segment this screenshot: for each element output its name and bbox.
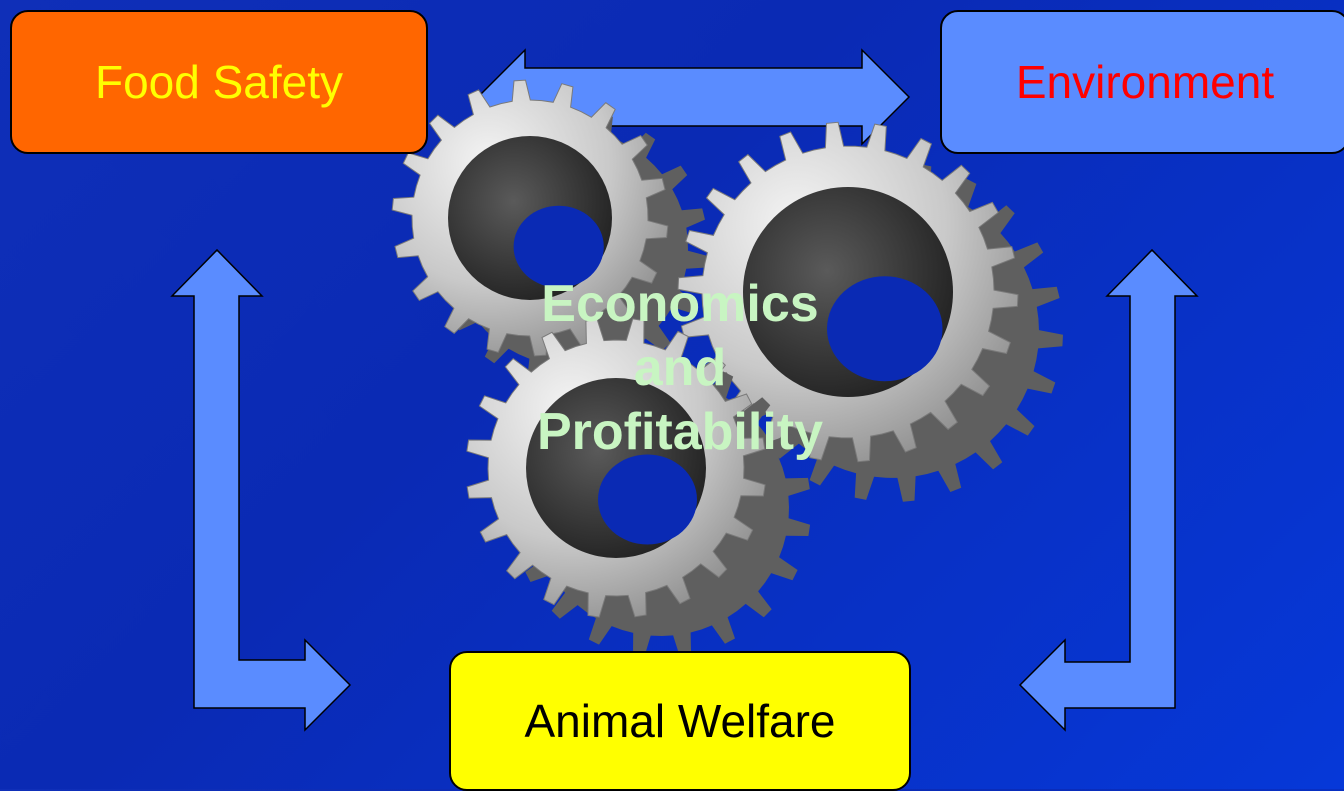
center-label-line1: Economics [541, 275, 819, 333]
animal-welfare-box: Animal Welfare [449, 651, 911, 791]
center-label-line2: and [633, 339, 727, 397]
center-label-line3: Profitability [536, 403, 824, 461]
gear-icon [466, 318, 811, 658]
gear-icon [391, 79, 708, 386]
gear-hole-opening [827, 276, 943, 382]
elbow-arrow-left [170, 248, 352, 732]
environment-label: Environment [1015, 56, 1275, 108]
food-safety-box: Food Safety [10, 10, 428, 154]
center-label: Economics and Profitability [450, 272, 910, 464]
gear-hole-opening [598, 454, 697, 545]
gear-icon [677, 121, 1063, 502]
gear-hole-opening [513, 205, 604, 288]
food-safety-label: Food Safety [94, 56, 344, 108]
elbow-arrow-right [1018, 248, 1199, 732]
animal-welfare-label: Animal Welfare [524, 695, 836, 747]
environment-box: Environment [940, 10, 1344, 154]
